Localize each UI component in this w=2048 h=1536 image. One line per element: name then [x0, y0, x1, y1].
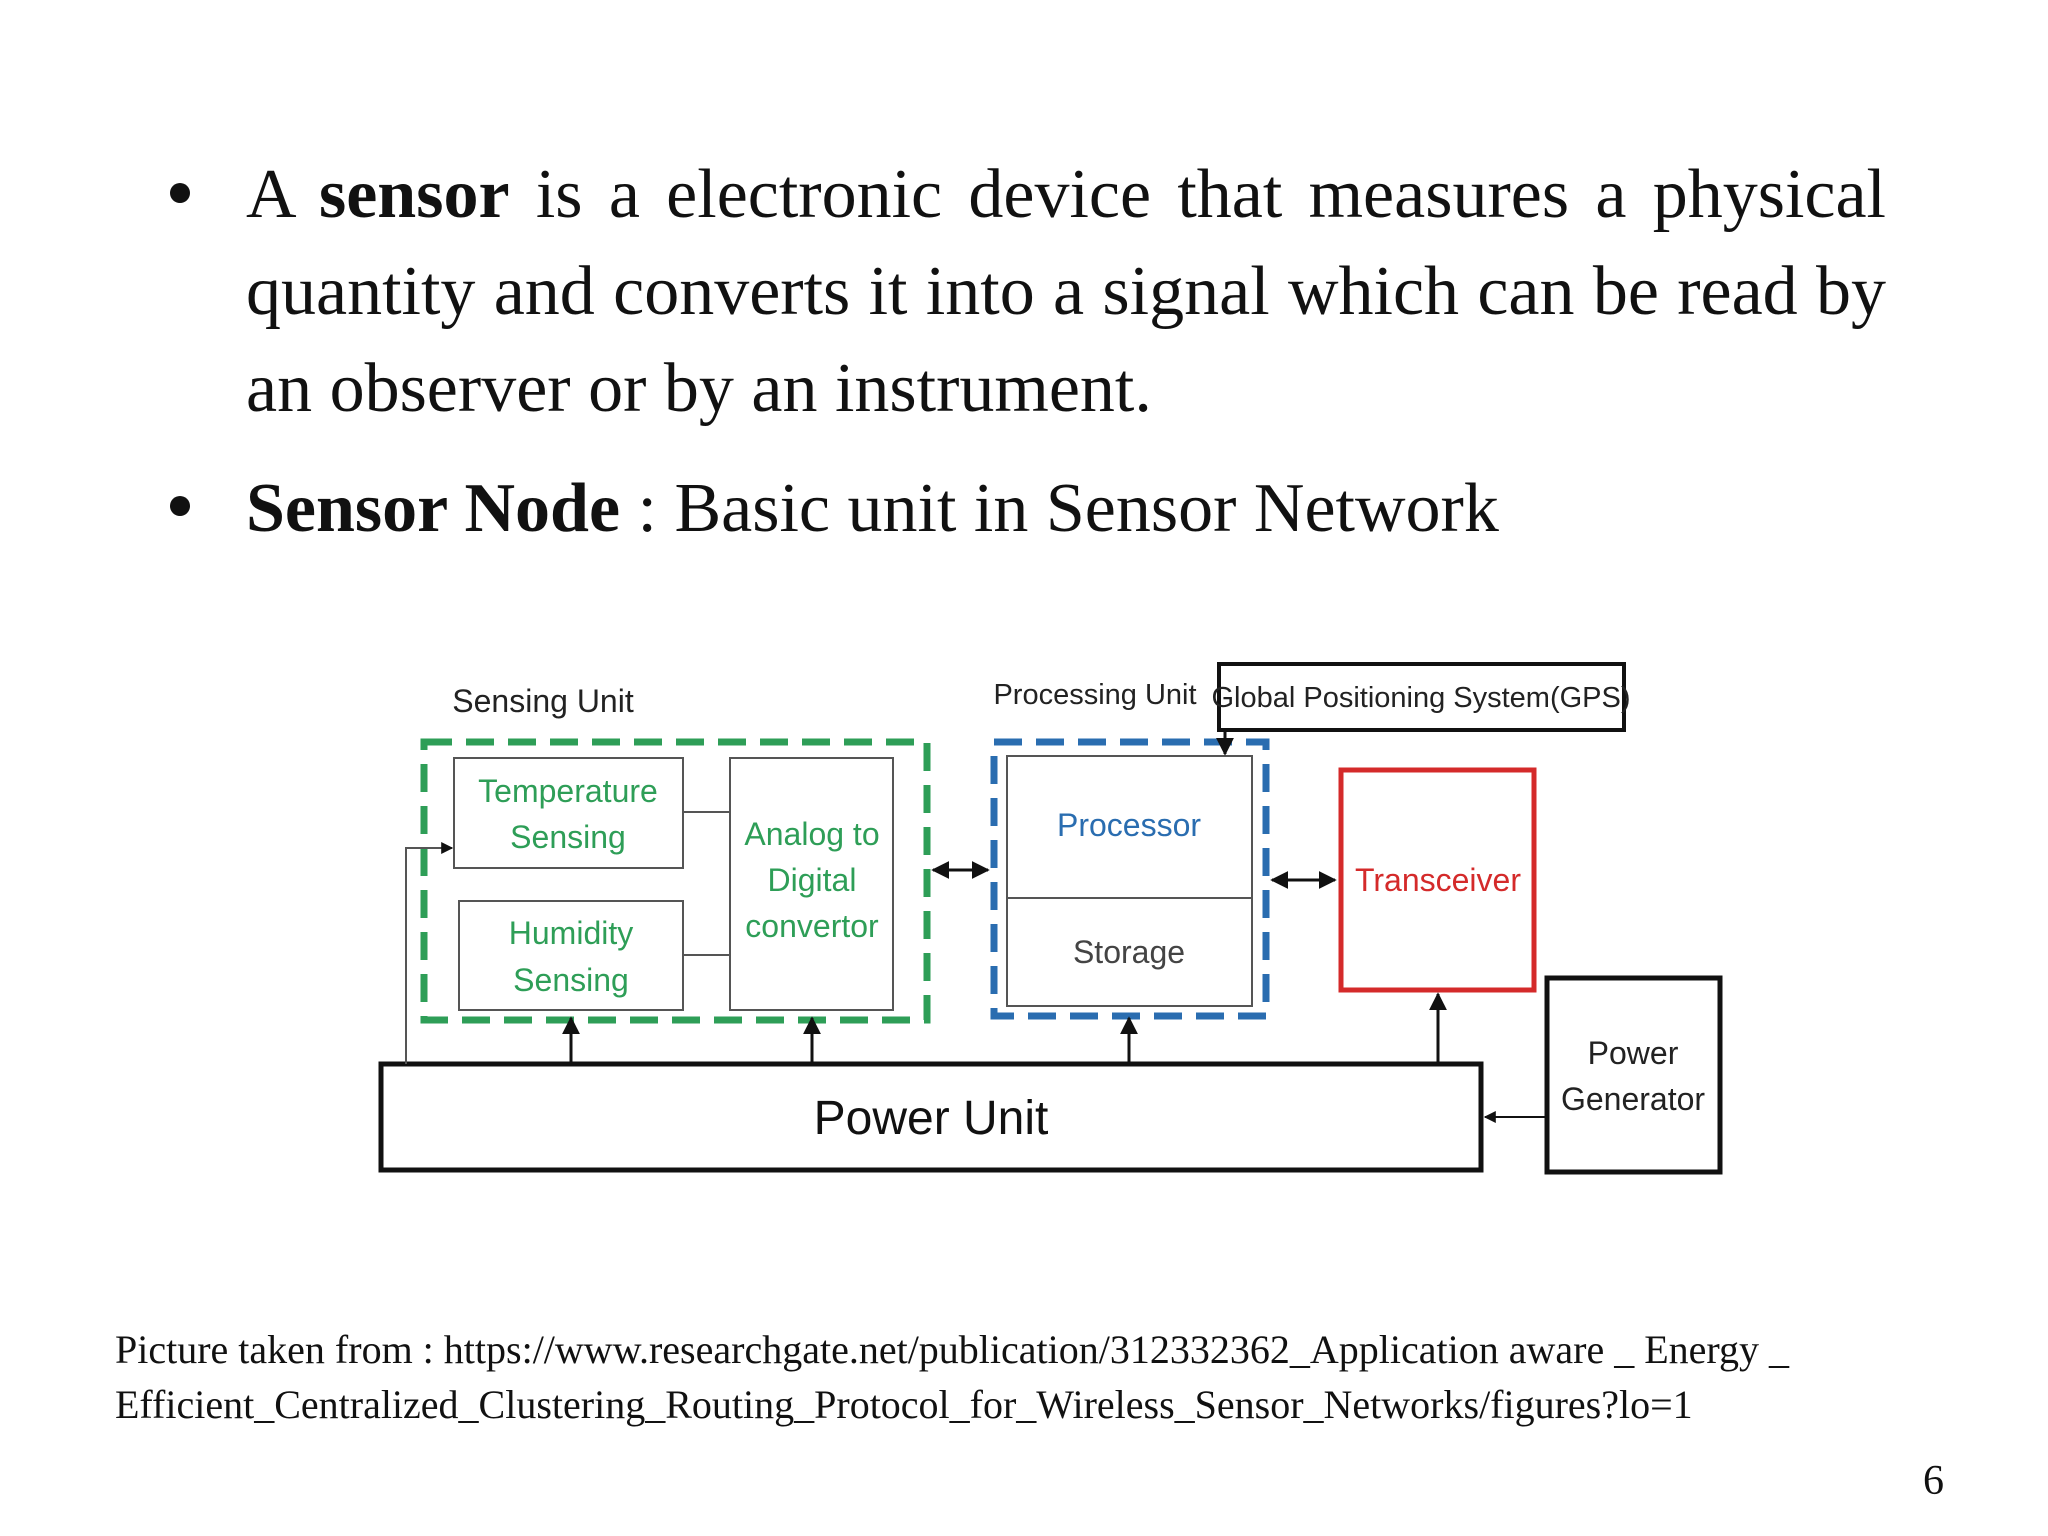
power-to-temperature-arrow: [405, 842, 454, 1064]
sensing-unit-border: [420, 738, 931, 1024]
processing-unit-title: Processing Unit: [993, 679, 1196, 711]
sensor-definition: A sensor is a electronic device that mea…: [246, 146, 1886, 437]
bullet-lead-text: A: [246, 156, 319, 233]
power-generator-box: [1544, 975, 1723, 1175]
processing-unit-border: [990, 738, 1270, 1020]
sensor-term: sensor: [318, 156, 510, 233]
bullet-marker: [170, 496, 190, 516]
processor-storage-box: [1006, 755, 1253, 1007]
diagram-canvas: Sensing Unit Processing Unit Global Posi…: [378, 662, 1723, 1175]
power-unit-box: [378, 1061, 1484, 1173]
humidity-sensing-label: Sensing: [513, 962, 629, 998]
sensor-node-text: : Basic unit in Sensor Network: [620, 470, 1499, 547]
processor-label: Processor: [1057, 807, 1201, 843]
power-generator-label-line2: Generator: [1561, 1081, 1705, 1117]
power-generator-label-line1: Power: [1588, 1035, 1679, 1071]
image-source-caption: Picture taken from : https://www.researc…: [115, 1322, 1975, 1432]
gps-label: Global Positioning System(GPS): [1211, 682, 1630, 714]
sensor-node-diagram: Sensing Unit Processing Unit Global Posi…: [360, 650, 1740, 1210]
sensor-definition-text: is a electronic device that measures a p…: [246, 156, 1886, 427]
transceiver-label: Transceiver: [1355, 862, 1521, 898]
sensing-unit-title: Sensing Unit: [452, 683, 634, 719]
adc-label-line3: convertor: [745, 908, 879, 944]
page-number: 6: [1923, 1458, 1944, 1504]
gps-box: [1217, 662, 1626, 732]
humidity-label: Humidity: [509, 915, 633, 951]
temperature-sensing-label: Sensing: [510, 819, 626, 855]
storage-label: Storage: [1073, 934, 1185, 970]
bullet-marker: [170, 183, 190, 203]
adc-box: [729, 757, 894, 1011]
caption-line-1: Picture taken from : https://www.researc…: [115, 1327, 1789, 1372]
power-unit-label: Power Unit: [814, 1092, 1049, 1145]
sensor-node-definition: Sensor Node : Basic unit in Sensor Netwo…: [246, 460, 1886, 557]
sensor-node-term: Sensor Node: [246, 470, 621, 547]
bullet-list: A sensor is a electronic device that mea…: [0, 0, 2048, 560]
transceiver-box: [1338, 767, 1537, 993]
adc-label-line2: Digital: [768, 862, 857, 898]
adc-label-line1: Analog to: [744, 816, 879, 852]
caption-line-2: Efficient_Centralized_Clustering_Routing…: [115, 1382, 1693, 1427]
temperature-label: Temperature: [478, 773, 658, 809]
